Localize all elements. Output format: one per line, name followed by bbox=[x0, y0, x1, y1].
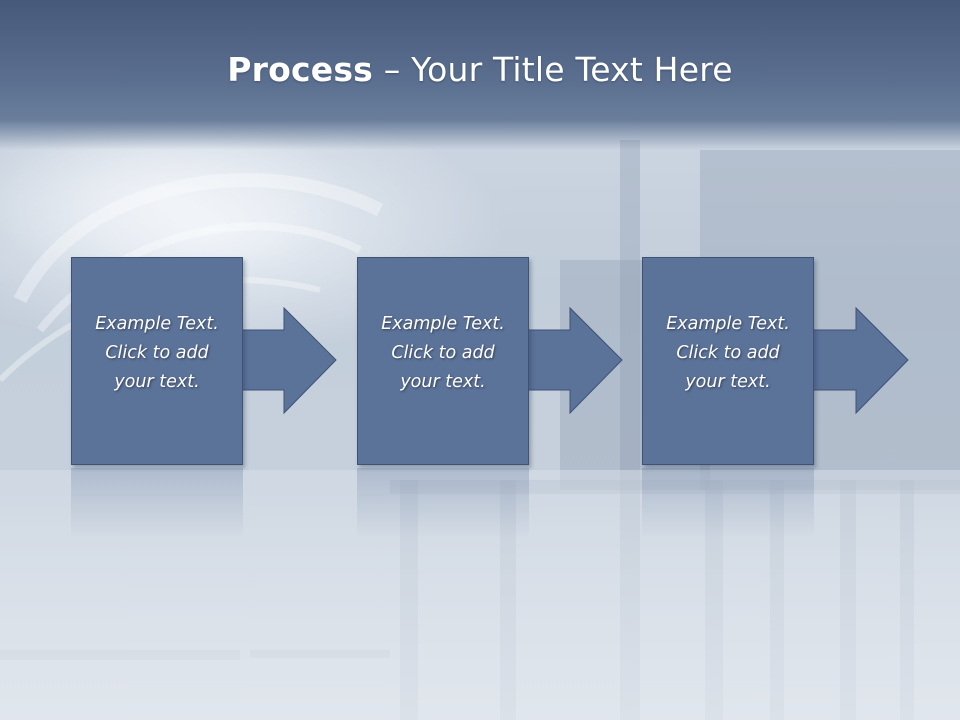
step-2-reflection bbox=[357, 468, 529, 538]
slide-title[interactable]: Process – Your Title Text Here bbox=[0, 50, 960, 89]
title-bold-text: Process bbox=[227, 50, 374, 89]
step-2-arrow bbox=[521, 306, 623, 415]
step-2-text[interactable]: Example Text. Click to add your text. bbox=[381, 314, 505, 392]
step-1-reflection bbox=[71, 468, 243, 538]
step-3-box[interactable]: Example Text. Click to add your text. bbox=[642, 257, 814, 465]
step-3-reflection bbox=[642, 468, 814, 538]
title-bar bbox=[0, 0, 960, 150]
step-3-arrow bbox=[807, 306, 909, 415]
step-1-box[interactable]: Example Text. Click to add your text. bbox=[71, 257, 243, 465]
step-1-arrow bbox=[235, 306, 337, 415]
title-rest-text: – Your Title Text Here bbox=[373, 50, 733, 89]
step-1-text[interactable]: Example Text. Click to add your text. bbox=[95, 314, 219, 392]
step-2-box[interactable]: Example Text. Click to add your text. bbox=[357, 257, 529, 465]
step-3-text[interactable]: Example Text. Click to add your text. bbox=[666, 314, 790, 392]
background-fade bbox=[0, 470, 960, 720]
